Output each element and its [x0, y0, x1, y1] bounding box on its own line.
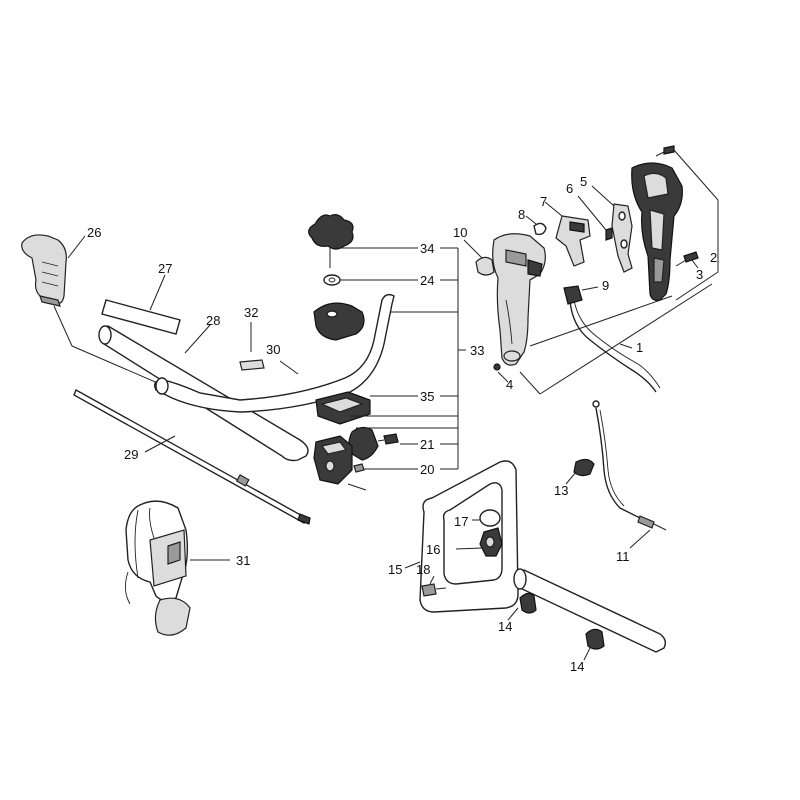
callout-labels: 1 2 3 4 5 6 7 8 9 10 11 13 14 14 15 16 1… — [87, 174, 717, 674]
part-30-handlebar — [153, 293, 395, 413]
label-6: 6 — [566, 181, 573, 196]
label-28: 28 — [206, 313, 220, 328]
leader-18 — [429, 575, 435, 585]
part-4-nut — [493, 363, 501, 371]
part-34-knob — [308, 214, 354, 268]
part-6-pin — [605, 227, 613, 241]
bracket-4-1 — [519, 283, 713, 395]
label-21: 21 — [420, 437, 434, 452]
part-9-connector — [563, 285, 583, 305]
part-clamp-cap — [313, 302, 365, 341]
label-13: 13 — [554, 483, 568, 498]
leader-6 — [577, 195, 607, 231]
part-top-screw — [655, 145, 675, 157]
part-7-trigger — [555, 215, 591, 267]
label-4: 4 — [506, 377, 513, 392]
leader-26 — [67, 235, 86, 259]
bracket-33 — [350, 247, 466, 470]
part-14b-clamp — [585, 628, 605, 650]
leader-7 — [544, 201, 563, 217]
part-16-clip — [479, 527, 503, 557]
label-26: 26 — [87, 225, 101, 240]
label-15: 15 — [388, 562, 402, 577]
guide-line-26 — [53, 305, 73, 347]
label-35: 35 — [420, 389, 434, 404]
leader-3 — [691, 259, 699, 269]
label-34: 34 — [420, 241, 434, 256]
leader-9 — [581, 286, 599, 291]
part-21-screw — [348, 426, 399, 461]
leader-14b — [583, 647, 591, 661]
part-24-washer — [323, 274, 341, 286]
label-32: 32 — [244, 305, 258, 320]
label-17: 17 — [454, 514, 468, 529]
part-3-screw — [675, 251, 699, 267]
part-32-label — [239, 359, 265, 371]
label-3: 3 — [696, 267, 703, 282]
label-14a: 14 — [498, 619, 512, 634]
label-20: 20 — [420, 462, 434, 477]
leader-16 — [455, 547, 483, 550]
label-18: 18 — [416, 562, 430, 577]
part-5-lever — [611, 203, 633, 273]
part-31-harness — [125, 500, 191, 636]
label-9: 9 — [602, 278, 609, 293]
part-13-clip — [573, 458, 595, 477]
leader-14a — [507, 607, 519, 621]
part-17-ring — [479, 509, 501, 527]
bracket-2 — [673, 149, 719, 301]
part-8-spring — [533, 222, 547, 236]
leader-5 — [591, 185, 615, 207]
leader-8 — [525, 215, 537, 225]
label-31: 31 — [236, 553, 250, 568]
leader-27 — [149, 274, 166, 311]
label-11: 11 — [616, 549, 630, 564]
leader-4 — [497, 371, 509, 383]
part-20-clamp-base — [313, 435, 367, 491]
label-30: 30 — [266, 342, 280, 357]
part-29-shaft — [73, 389, 311, 525]
label-2: 2 — [710, 250, 717, 265]
label-1: 1 — [636, 340, 643, 355]
label-14b: 14 — [570, 659, 584, 674]
leader-30 — [279, 360, 299, 375]
leader-29 — [144, 435, 176, 453]
part-27-strip — [101, 299, 181, 335]
part-2-handle-half — [631, 162, 683, 301]
label-24: 24 — [420, 273, 434, 288]
label-8: 8 — [518, 207, 525, 222]
part-handle-housing — [492, 233, 546, 366]
part-18-bolt — [421, 583, 447, 597]
label-33: 33 — [470, 343, 484, 358]
guide-line-26b — [71, 345, 161, 385]
part-11-cable — [592, 400, 667, 531]
part-14a-clamp — [519, 592, 537, 614]
part-10-button — [475, 256, 495, 276]
label-7: 7 — [540, 194, 547, 209]
label-27: 27 — [158, 261, 172, 276]
label-16: 16 — [426, 542, 440, 557]
leader-10 — [463, 239, 483, 259]
part-1-cable — [569, 299, 661, 393]
part-15-plate — [419, 460, 519, 613]
part-tube-lower — [513, 568, 667, 653]
part-26-grip — [21, 234, 67, 307]
leader-13 — [565, 471, 577, 485]
label-5: 5 — [580, 174, 587, 189]
leader-11 — [629, 529, 651, 549]
label-29: 29 — [124, 447, 138, 462]
leader-15 — [404, 561, 421, 569]
leader-1 — [619, 343, 633, 349]
leader-28 — [184, 324, 211, 354]
label-10: 10 — [453, 225, 467, 240]
